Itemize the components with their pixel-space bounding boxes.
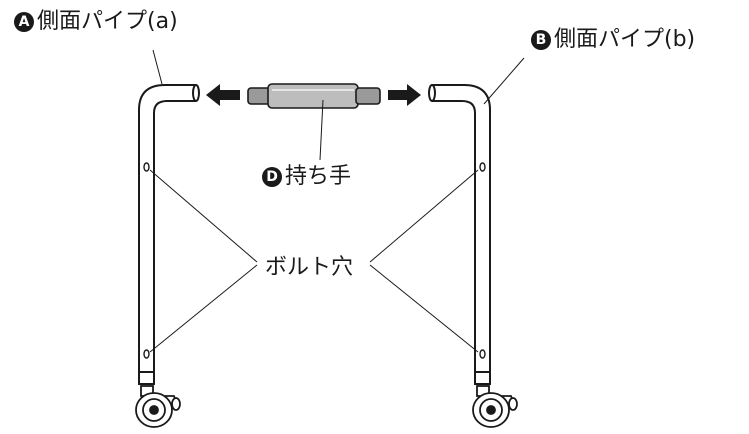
caster-wheel-a <box>135 385 181 428</box>
side-pipe-a <box>138 84 200 385</box>
badge-a: A <box>14 12 34 32</box>
caster-wheel-b <box>472 385 518 428</box>
label-side-pipe-b-text: 側面パイプ(b) <box>554 27 696 52</box>
leader-lines <box>149 49 525 353</box>
badge-d: D <box>262 167 282 187</box>
badge-b: B <box>531 30 551 50</box>
label-handle: D 持ち手 <box>262 164 351 190</box>
label-bolt-holes-text: ボルト穴 <box>265 255 354 280</box>
handle-d <box>247 83 381 109</box>
label-side-pipe-a-text: 側面パイプ(a) <box>37 9 178 34</box>
label-handle-text: 持ち手 <box>285 164 352 189</box>
arrow-right <box>388 84 421 106</box>
label-bolt-holes: ボルト穴 <box>265 255 353 281</box>
label-side-pipe-a: A 側面パイプ(a) <box>14 9 178 35</box>
bolt-hole-marks-a <box>143 162 150 359</box>
label-side-pipe-b: B 側面パイプ(b) <box>531 27 695 53</box>
arrow-left <box>206 84 240 106</box>
bolt-hole-marks-b <box>479 162 486 359</box>
side-pipe-b <box>428 84 491 385</box>
